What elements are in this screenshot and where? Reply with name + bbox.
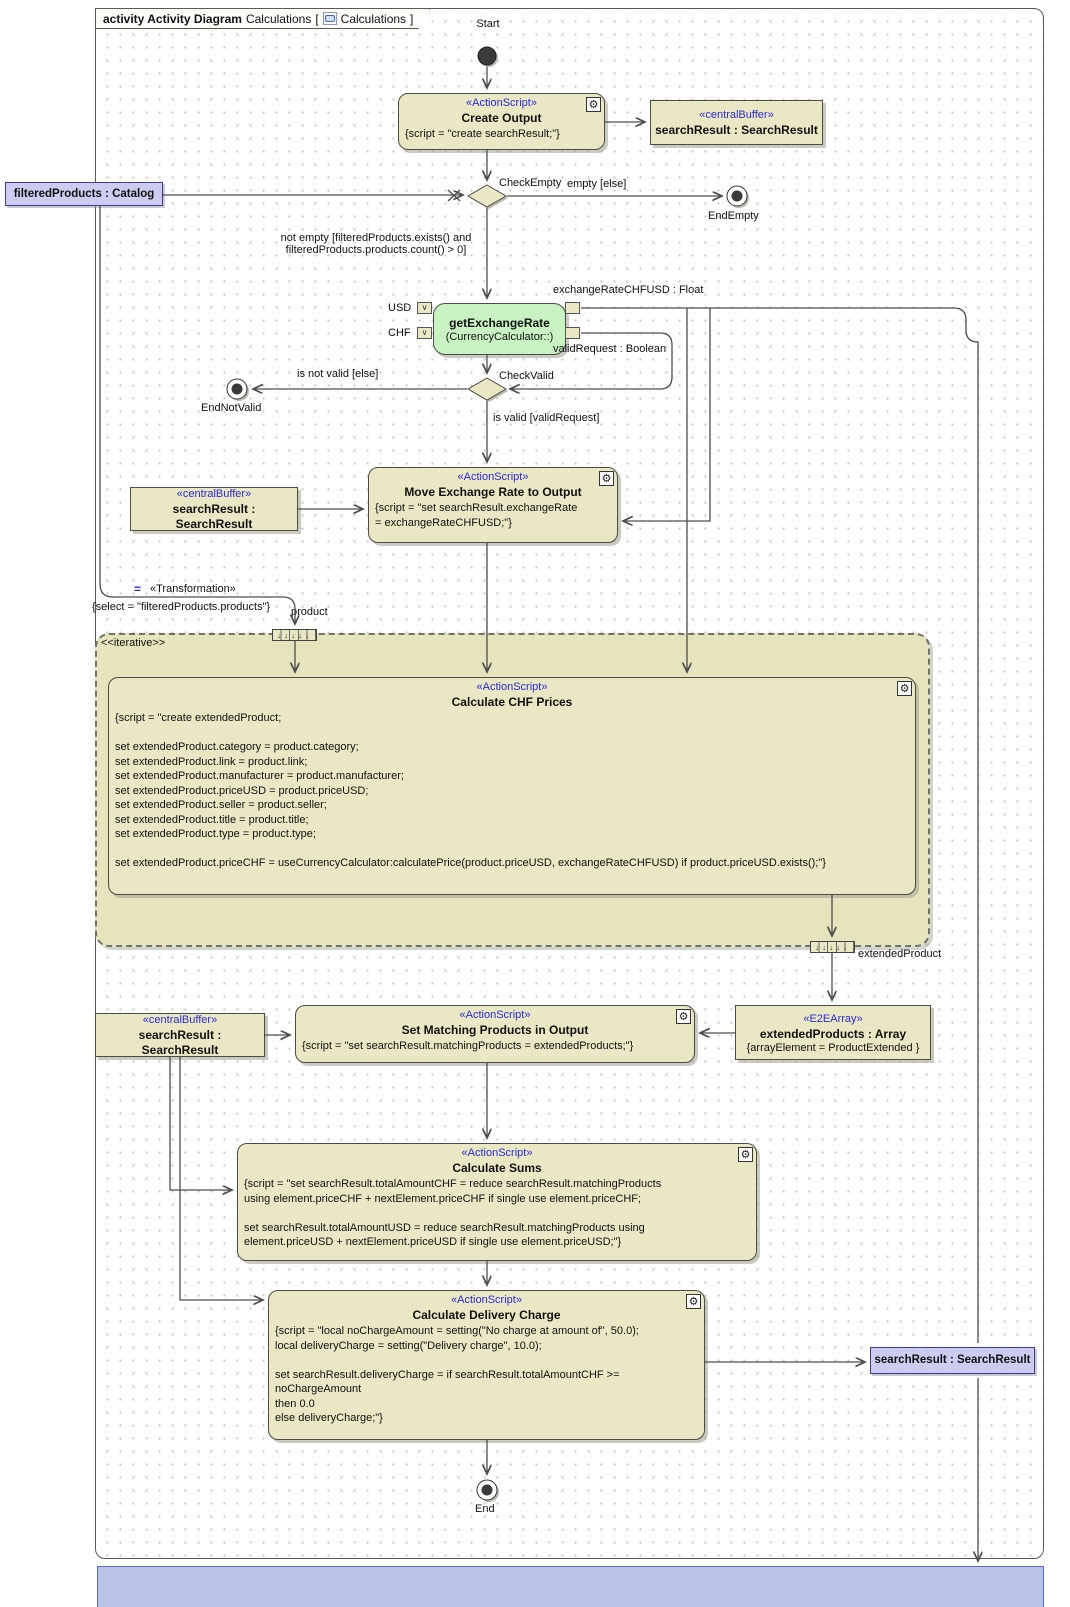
check-empty-label: CheckEmpty [499,177,562,189]
stereotype-label: «ActionScript» [457,471,529,483]
central-buffer-low[interactable]: «centralBuffer» searchResult : SearchRes… [95,1013,265,1057]
action-script: {script = "create searchResult;"} [405,128,560,140]
expansion-node-product[interactable]: ↓↓↓↓↓ [272,629,317,641]
stereotype-label: «ActionScript» [476,681,548,693]
gear-icon: ⚙ [686,1294,701,1309]
gear-icon: ⚙ [586,97,601,112]
stereotype-label: «ActionScript» [461,1147,533,1159]
action-calculate-chf-prices[interactable]: ⚙ «ActionScript» Calculate CHF Prices {s… [108,677,916,895]
edge-valid-label: is valid [validRequest] [493,412,600,424]
gear-icon: ⚙ [897,681,912,696]
stereotype-label: «centralBuffer» [699,108,774,121]
buffer-title: searchResult : SearchResult [138,1027,222,1057]
action-script: {script = "local noChargeAmount = settin… [275,1325,639,1424]
param-node-filtered-products[interactable]: filteredProducts : Catalog [5,182,163,206]
gear-icon: ⚙ [738,1147,753,1162]
central-buffer-mid[interactable]: «centralBuffer» searchResult : SearchRes… [130,487,298,531]
stereotype-label: «centralBuffer» [176,487,252,500]
action-script: {script = "create extendedProduct; set e… [115,712,826,869]
stereotype-label: «ActionScript» [451,1294,522,1306]
gear-icon: ⚙ [676,1009,691,1024]
call-subtitle: (CurrencyCalculator::) [445,330,554,343]
check-valid-label: CheckValid [499,370,554,382]
central-buffer-top[interactable]: «centralBuffer» searchResult : SearchRes… [650,100,823,145]
object-title: extendedProducts : Array [759,1026,907,1041]
frame-keyword: activity Activity Diagram [103,11,242,26]
value-pin-chf[interactable]: ∨ [417,327,432,339]
start-label: Start [476,18,500,30]
stereotype-label: «ActionScript» [459,1009,531,1021]
action-move-exchange-rate[interactable]: ⚙ «ActionScript» Move Exchange Rate to O… [368,467,618,543]
product-pin-label: product [291,606,328,618]
frame-context: Calculations [340,11,407,26]
transformation-equals-icon: = [134,582,142,596]
action-title: Calculate Sums [452,1161,542,1175]
stereotype-label: «centralBuffer» [142,1013,218,1026]
end-empty-label: EndEmpty [708,210,759,222]
expansion-node-extended-product[interactable]: ↓↓↓↓↓ [810,941,855,953]
output-pin-rate[interactable] [565,302,580,314]
action-create-output[interactable]: ⚙ «ActionScript» Create Output {script =… [398,93,605,150]
buffer-title: searchResult : SearchResult [655,122,818,137]
frame-name: Calculations [245,11,312,26]
action-script: {script = "set searchResult.totalAmountC… [244,1178,662,1248]
call-title: getExchangeRate [449,315,550,330]
object-node-search-result-out[interactable]: searchResult : SearchResult [870,1347,1035,1374]
output-pin-valid-label: validRequest : Boolean [553,343,667,355]
object-constraint: {arrayElement = ProductExtended } [746,1041,920,1054]
diagram-icon [323,12,337,25]
edge-empty-label: empty [else] [567,178,627,190]
extended-product-pin-label: extendedProduct [858,948,942,960]
action-calculate-sums[interactable]: ⚙ «ActionScript» Calculate Sums {script … [237,1143,757,1261]
action-title: Move Exchange Rate to Output [404,485,582,499]
iterative-keyword-label: <<iterative>> [101,637,166,649]
action-title: Set Matching Products in Output [401,1023,589,1037]
object-node-extended-products-array[interactable]: «E2EArray» extendedProducts : Array {arr… [735,1005,931,1060]
action-title: Calculate CHF Prices [451,695,573,709]
bottom-object-strip[interactable] [97,1566,1044,1607]
gear-icon: ⚙ [599,471,614,486]
call-get-exchange-rate[interactable]: getExchangeRate (CurrencyCalculator::) [433,303,566,355]
buffer-title: searchResult : SearchResult [172,501,256,531]
action-set-matching-products[interactable]: ⚙ «ActionScript» Set Matching Products i… [295,1005,695,1063]
action-title: Create Output [461,111,542,125]
diagram-frame-tab[interactable]: activity Activity Diagram Calculations [… [95,8,430,29]
stereotype-label: «ActionScript» [466,97,537,109]
transformation-stereotype: «Transformation» [150,583,236,595]
value-pin-usd[interactable]: ∨ [417,302,432,314]
action-script: {script = "set searchResult.exchangeRate… [375,502,578,529]
transformation-select-constraint: {select = "filteredProducts.products"} [92,601,271,613]
pin-chf-label: CHF [388,327,411,339]
action-calculate-delivery-charge[interactable]: ⚙ «ActionScript» Calculate Delivery Char… [268,1290,705,1440]
end-label: End [475,1503,495,1515]
pin-usd-label: USD [388,302,412,314]
edge-not-valid-label: is not valid [else] [297,368,379,380]
action-script: {script = "set searchResult.matchingProd… [302,1040,634,1052]
output-pin-rate-label: exchangeRateCHFUSD : Float [553,284,704,296]
frame-bracket-open: [ [315,11,319,26]
action-title: Calculate Delivery Charge [412,1308,561,1322]
end-not-valid-label: EndNotValid [201,402,262,414]
edge-not-empty-label: not empty [filteredProducts.exists() and… [280,232,472,256]
frame-bracket-close: ] [410,11,414,26]
output-pin-valid[interactable] [565,327,580,339]
stereotype-label: «E2EArray» [803,1012,863,1025]
